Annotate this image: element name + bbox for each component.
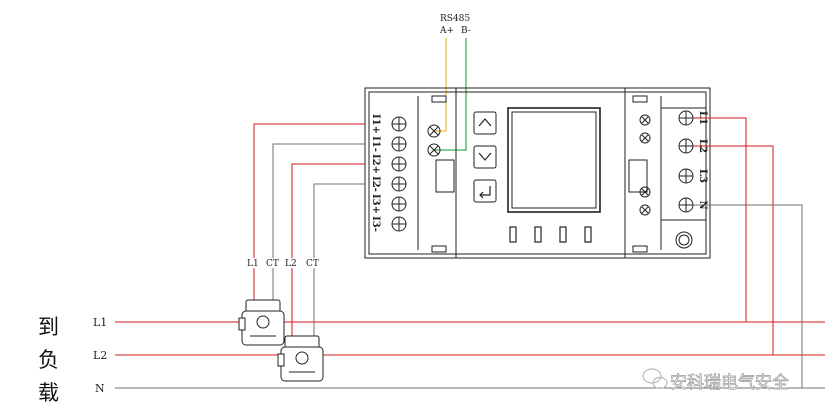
terminal-label-i1-minus: I1- — [370, 136, 381, 152]
ct2-l2-wire — [291, 163, 365, 258]
terminal-label-i1-plus: I1+ — [370, 114, 381, 134]
enter-button[interactable] — [473, 179, 497, 203]
left-terminal-labels: I1+ I1- I2+ I2- I3+ I3- — [370, 114, 381, 232]
ct1-l1-wire — [253, 123, 365, 258]
status-indicators — [509, 226, 592, 243]
main-lines — [115, 117, 825, 389]
terminal-label-i3-plus: I3+ — [370, 194, 381, 214]
load-label-char-2: 负 — [38, 348, 59, 372]
meter-buttons — [473, 111, 497, 203]
line-label-n: N — [95, 382, 105, 395]
voltage-l2-wire — [693, 145, 774, 355]
rs485-title: RS485 — [440, 14, 470, 24]
ct-labels: L1 CT L2 CT — [247, 259, 319, 269]
terminal-label-l3: L3 — [697, 169, 708, 183]
terminal-label-i2-minus: I2- — [370, 176, 381, 192]
ct1-l1-label: L1 — [247, 259, 259, 269]
line-labels: L1 L2 N — [93, 316, 107, 395]
ct2-clamp — [277, 335, 324, 382]
ct1-ct-wire — [272, 143, 365, 258]
up-button[interactable] — [473, 111, 497, 135]
terminal-label-i3-minus: I3- — [370, 216, 381, 232]
ct2-ct-wire — [313, 183, 365, 258]
right-small-screws — [639, 114, 651, 216]
rs485-a-plus: A+ — [439, 26, 454, 36]
watermark-text: 安科瑞电气安全 — [670, 373, 789, 393]
terminal-label-i2-plus: I2+ — [370, 154, 381, 174]
rs485-b-minus: B- — [461, 26, 471, 36]
ct1-clamp — [238, 299, 285, 346]
line-label-l1: L1 — [93, 316, 107, 329]
ct2-l2-label: L2 — [285, 259, 297, 269]
rs485-b-wire — [434, 38, 467, 151]
ct1-ct-label: CT — [266, 259, 279, 269]
watermark: 安科瑞电气安全 — [642, 368, 789, 393]
right-terminal-block — [675, 110, 694, 249]
rs485-a-wire — [434, 38, 447, 132]
load-label: 到 负 载 — [38, 315, 59, 405]
down-button[interactable] — [473, 145, 497, 169]
ct-wiring — [253, 123, 365, 336]
voltage-l1-wire — [693, 117, 747, 322]
ct2-ct-label: CT — [306, 259, 319, 269]
voltage-n-wire — [693, 204, 803, 388]
line-label-l2: L2 — [93, 349, 107, 362]
left-terminal-block — [391, 116, 407, 232]
wechat-icon — [642, 368, 668, 390]
rs485-terminals — [427, 124, 441, 157]
load-label-char-3: 载 — [38, 381, 59, 405]
meter-body — [364, 87, 711, 259]
load-label-char-1: 到 — [38, 315, 59, 339]
